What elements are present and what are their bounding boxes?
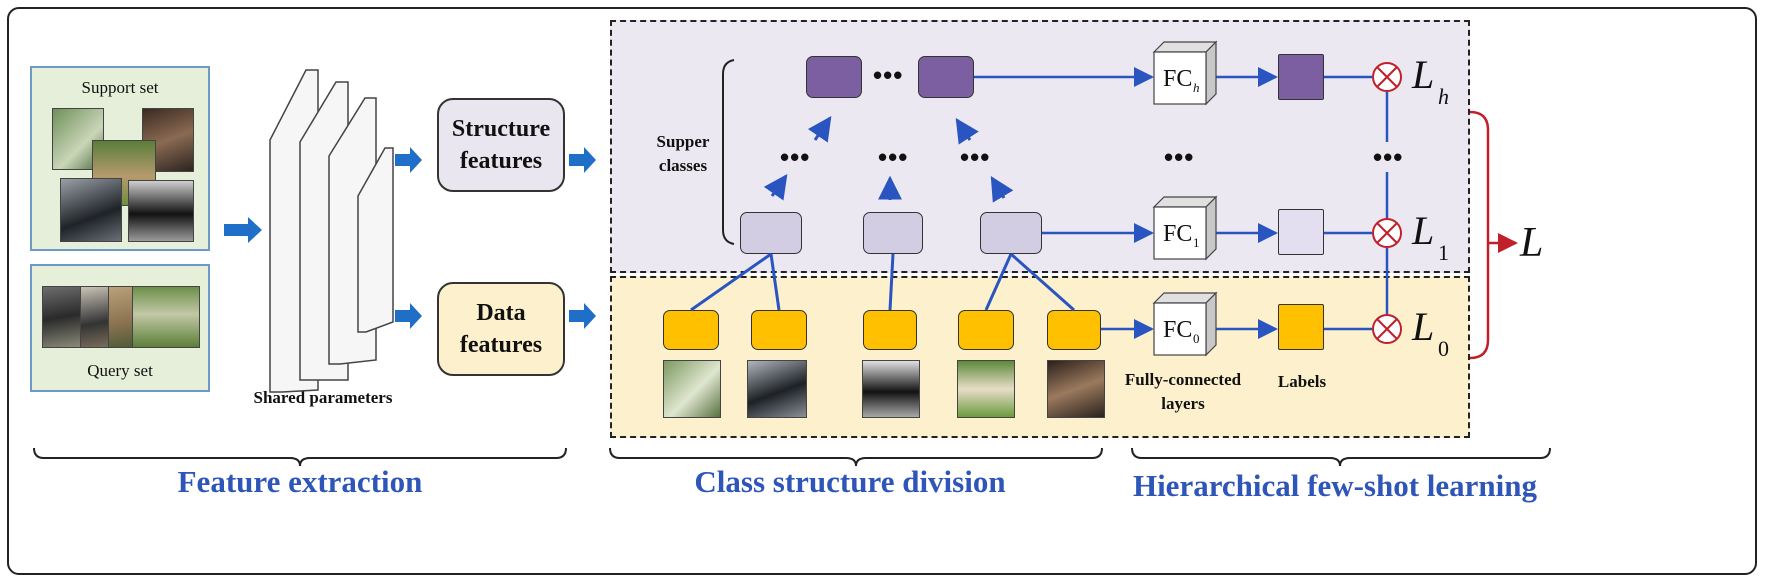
flow-lines	[974, 67, 1389, 339]
brace-feature-extraction	[33, 447, 567, 467]
fc-0-text: FC	[1163, 317, 1192, 343]
fc-h-text: FC	[1163, 66, 1192, 92]
fully-connected-line2: layers	[1161, 394, 1205, 413]
thumb-cat	[1047, 360, 1105, 418]
support-set-panel: Support set	[30, 66, 210, 251]
super-class-node-bottom-3	[980, 212, 1042, 254]
ellipsis-loss: •••	[1373, 142, 1404, 172]
structure-features-box: Structure features	[437, 98, 565, 192]
structure-features-line2: features	[459, 148, 543, 174]
query-photo-4	[132, 286, 200, 348]
fc-cube-0: FC 0	[1152, 291, 1218, 357]
link-data2	[769, 253, 781, 311]
loss-bracket	[1469, 110, 1490, 360]
block-arrows	[224, 147, 596, 329]
shared-parameters-label: Shared parameters	[253, 388, 393, 407]
link-data4	[984, 253, 1013, 311]
fc-1-text: FC	[1163, 221, 1192, 247]
support-set-label: Support set	[81, 78, 159, 97]
thumb-bicycle	[663, 360, 721, 418]
query-set-label: Query set	[87, 361, 153, 380]
super-classes-line1: Supper	[656, 132, 710, 151]
thumb-motorcycle	[747, 360, 807, 418]
feature-extraction-label: Feature extraction	[177, 464, 423, 499]
thumb-dog	[957, 360, 1015, 418]
arrow-up-5	[955, 117, 979, 145]
super-class-node-bottom-1	[740, 212, 802, 254]
label-square-1	[1278, 209, 1324, 255]
structure-features-line1: Structure	[451, 116, 551, 142]
fc-cube-h: FC h	[1152, 40, 1218, 106]
shared-parameters-stack	[269, 69, 394, 393]
super-classes-bracket	[722, 59, 735, 245]
query-photo-1	[42, 286, 82, 348]
arrow-structure-to-region	[569, 147, 596, 173]
super-class-node-top-1	[806, 56, 862, 98]
data-node-5	[1047, 310, 1101, 350]
link-data5	[1010, 252, 1075, 312]
arrow-data-to-region	[569, 303, 596, 329]
fc-h-sub: h	[1193, 80, 1200, 95]
arrow-stack-to-data	[395, 303, 422, 329]
brace-class-structure	[609, 447, 1103, 467]
arrow-up-3	[990, 175, 1014, 203]
motorcycle-photo	[60, 178, 122, 242]
arrow-stack-to-structure	[395, 147, 422, 173]
arrow-input-to-stack	[224, 217, 262, 243]
fully-connected-line1: Fully-connected	[1124, 370, 1242, 389]
multiply-circles	[1372, 62, 1402, 344]
ellipsis-mid-3: •••	[960, 142, 991, 172]
fc-0-sub: 0	[1193, 331, 1200, 346]
link-data3	[888, 253, 895, 311]
query-photo-2	[80, 286, 110, 348]
ellipsis-mid-2: •••	[878, 142, 909, 172]
loss-1-symbol: L	[1411, 208, 1434, 253]
super-class-node-bottom-2	[863, 212, 923, 254]
loss-0-subscript: 0	[1438, 336, 1449, 361]
super-classes-line2: classes	[658, 156, 708, 175]
query-set-panel: Query set	[30, 264, 210, 392]
loss-h-symbol: L	[1411, 52, 1434, 97]
data-node-2	[751, 310, 807, 350]
fully-connected-label: Fully-connected layers	[1103, 368, 1263, 416]
thumb-piano	[862, 360, 920, 418]
fc-cube-1: FC 1	[1152, 195, 1218, 261]
label-square-0	[1278, 304, 1324, 350]
ellipsis-top: •••	[873, 60, 904, 90]
hierarchical-learning-label: Hierarchical few-shot learning	[1132, 468, 1538, 503]
data-features-line2: features	[459, 332, 543, 358]
arrow-up-1	[763, 174, 788, 201]
label-square-h	[1278, 54, 1324, 100]
ellipsis-fc: •••	[1164, 142, 1195, 172]
data-features-line1: Data	[476, 300, 526, 326]
outer-frame	[7, 7, 1757, 575]
loss-1-subscript: 1	[1438, 240, 1449, 265]
ellipsis-mid-1: •••	[780, 142, 811, 172]
labels-label: Labels	[1277, 372, 1327, 391]
data-to-superclass-lines	[690, 252, 1075, 312]
data-features-box: Data features	[437, 282, 565, 376]
super-classes-label: Supper classes	[643, 130, 723, 178]
slab-4	[357, 147, 394, 333]
data-node-1	[663, 310, 719, 350]
hierarchy-arrows	[763, 116, 1014, 203]
section-braces	[33, 447, 1551, 467]
piano-photo	[128, 180, 194, 242]
link-data1	[690, 252, 772, 312]
brace-hierarchical	[1131, 447, 1551, 467]
arrow-up-4	[807, 116, 832, 143]
data-node-4	[958, 310, 1014, 350]
loss-0-symbol: L	[1411, 304, 1434, 349]
fc-1-sub: 1	[1193, 235, 1200, 250]
data-node-3	[863, 310, 917, 350]
total-loss-symbol: L	[1519, 220, 1543, 266]
super-class-node-top-2	[918, 56, 974, 98]
class-structure-division-label: Class structure division	[694, 464, 1006, 499]
loss-h-subscript: h	[1438, 84, 1449, 109]
